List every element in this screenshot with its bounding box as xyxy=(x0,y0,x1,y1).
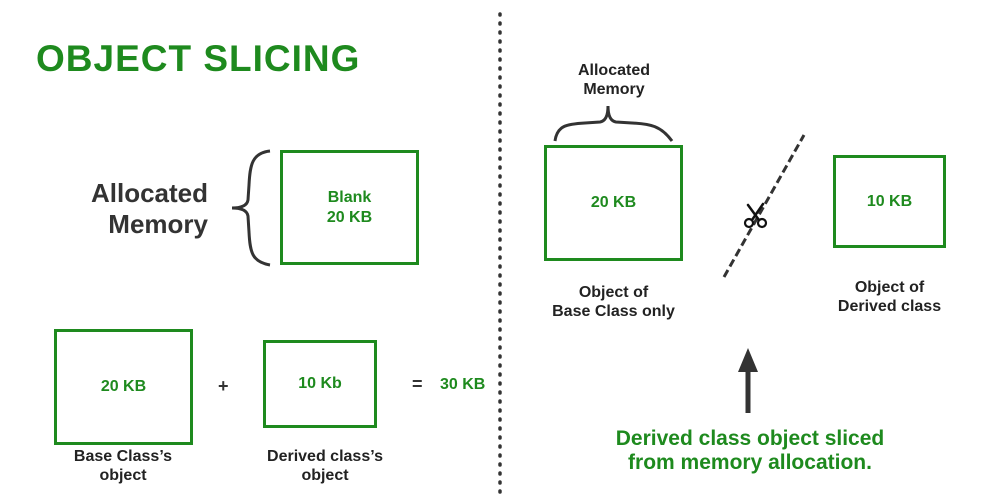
base-object-caption: Base Class’s object xyxy=(73,448,173,484)
left-brace xyxy=(231,149,271,267)
base-object-box: 20 KB xyxy=(54,329,193,445)
derived-class-caption: Object of Derived class xyxy=(837,279,942,315)
derived-object-box: 10 Kb xyxy=(263,340,377,428)
base-class-only-size: 20 KB xyxy=(590,194,637,211)
scissors-icon xyxy=(743,202,768,229)
allocated-memory-label: Allocated Memory xyxy=(90,178,208,239)
plus-sign: + xyxy=(218,376,229,396)
derived-object-size: 10 Kb xyxy=(298,375,342,392)
blank-memory-box: Blank 20 KB xyxy=(280,150,419,265)
derived-class-size: 10 KB xyxy=(866,192,913,210)
total-size: 30 KB xyxy=(440,376,486,393)
base-object-size: 20 KB xyxy=(100,378,147,395)
base-class-only-box: 20 KB xyxy=(544,145,683,261)
right-brace xyxy=(553,105,674,142)
page-title: OBJECT SLICING xyxy=(36,38,361,79)
derived-class-box: 10 KB xyxy=(833,155,946,248)
cut-line xyxy=(722,134,806,278)
allocated-memory-label-right: Allocated Memory xyxy=(577,62,650,98)
equals-sign: = xyxy=(412,374,423,394)
conclusion-text: Derived class object sliced from memory … xyxy=(615,427,885,474)
derived-object-caption: Derived class’s object xyxy=(267,448,383,484)
base-class-only-caption: Object of Base Class only xyxy=(552,284,675,320)
blank-memory-text: Blank 20 KB xyxy=(326,188,373,226)
arrow-up-icon xyxy=(738,348,758,413)
